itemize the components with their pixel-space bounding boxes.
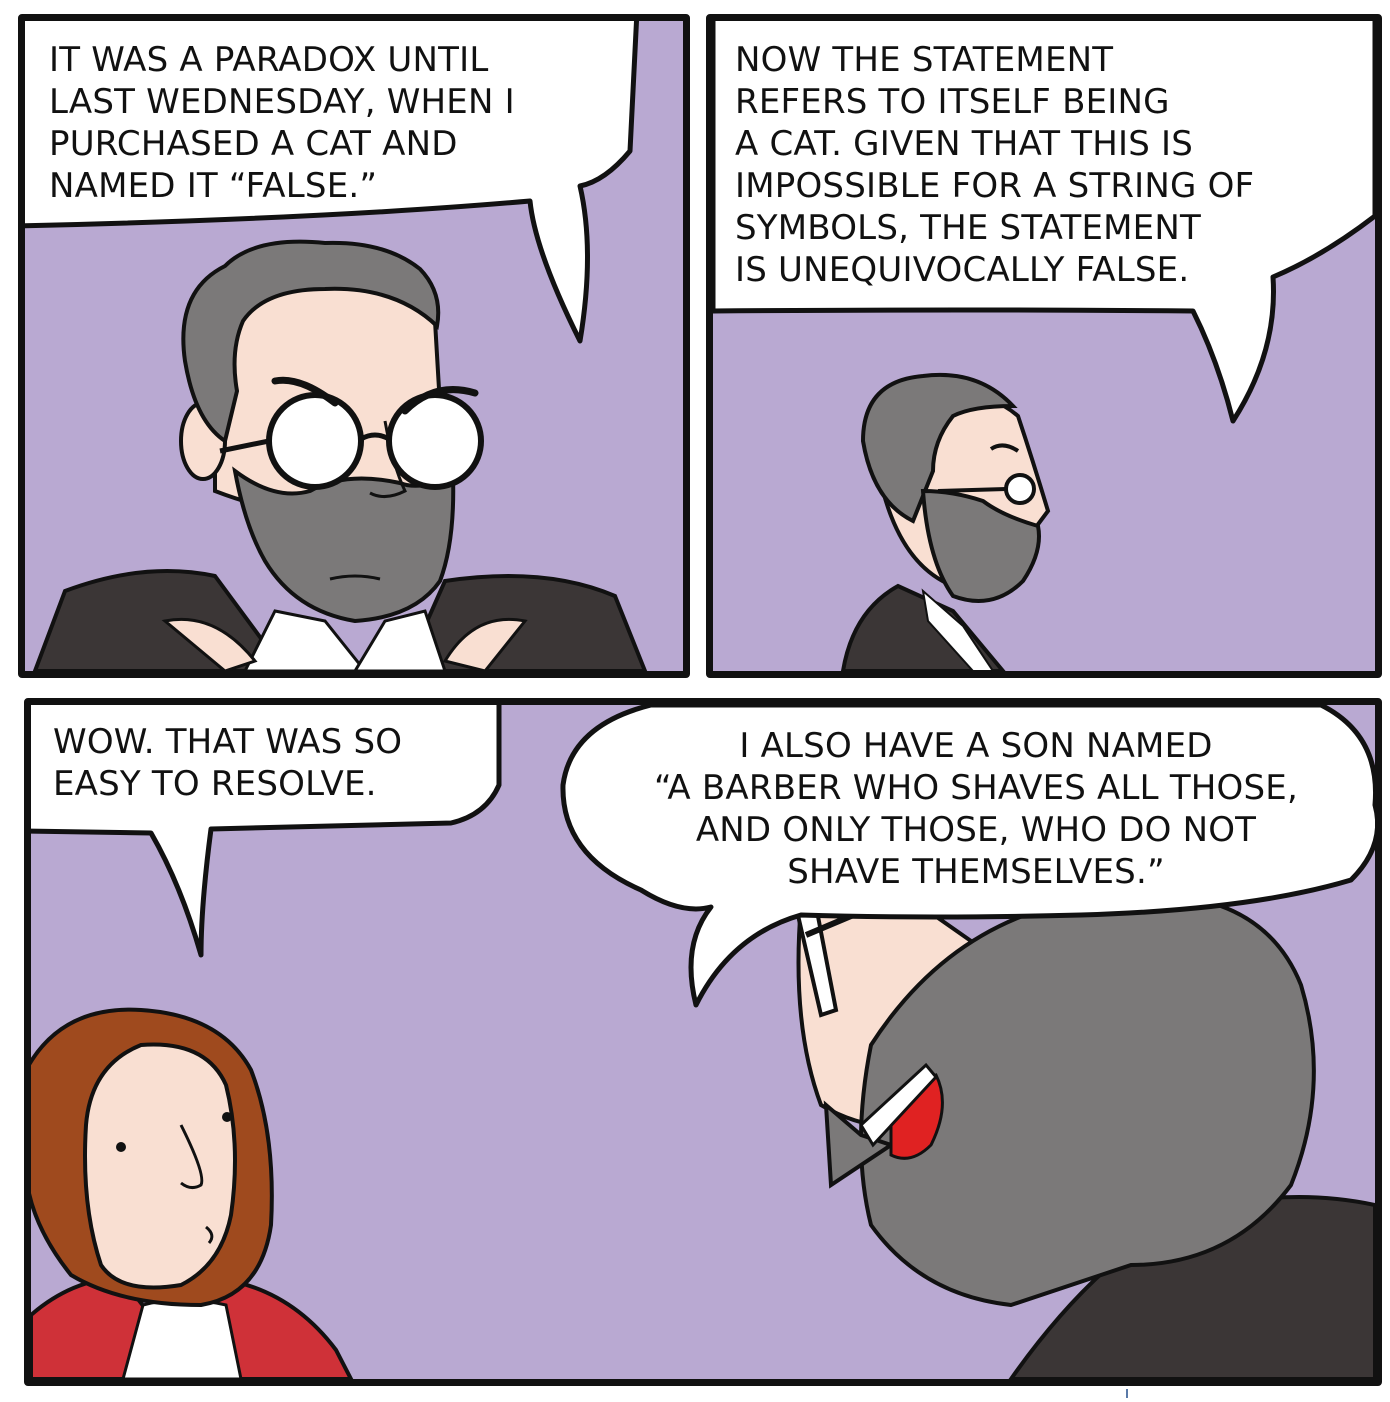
comic-panel-3: WOW. THAT WAS SO EASY TO RESOLVE. I ALSO… [24,698,1382,1386]
speech-bubble-text: IT WAS A PARADOX UNTIL LAST WEDNESDAY, W… [49,40,515,206]
man-beard [920,488,1041,603]
speech-bubble-right-shape [560,705,1375,1008]
woman-face [83,1042,237,1290]
comic-panel-2: NOW THE STATEMENT REFERS TO ITSELF BEING… [706,14,1382,678]
panel-2-art [713,21,1375,671]
left-glasses-lens [266,392,364,490]
woman-left-eye [116,1142,126,1152]
speech-bubble-left-shape [31,705,502,958]
speech-bubble-left-text: WOW. THAT WAS SO EASY TO RESOLVE. [53,722,403,804]
woman-mouth [205,1225,214,1244]
man-teeth [859,1062,938,1148]
speech-bubble-shape [25,21,640,344]
panel-3-art [31,705,1375,1379]
bearded-man-profile-figure [840,372,1051,671]
man-left-eyebrow [271,376,339,407]
man-hair [181,239,441,445]
man-mouth [329,574,381,581]
woman-right-eye [222,1112,232,1122]
woman-nose [179,1124,204,1190]
man-right-eyebrow [401,386,479,415]
woman-shirt [121,1298,243,1379]
man-left-hand [161,617,258,671]
man-collar [921,588,995,671]
speech-bubble-right-text: I ALSO HAVE A SON NAMED “A BARBER WHO SH… [654,726,1298,892]
comic-panel-1: IT WAS A PARADOX UNTIL LAST WEDNESDAY, W… [18,14,690,678]
man-eyebrow [989,443,1020,453]
speech-bubble-text: NOW THE STATEMENT REFERS TO ITSELF BEING… [735,40,1255,290]
bearded-man-figure [32,239,648,671]
woman-figure [31,1007,354,1379]
glasses-lens [1004,473,1036,505]
stray-mark [1126,1389,1128,1398]
glasses-bridge [359,432,391,442]
man-shirt-right [353,609,447,671]
speech-bubble-shape [713,21,1375,424]
man-hair [860,372,1018,524]
man-shirt-left [243,609,367,671]
glasses-temple [219,438,270,454]
glasses-temple [937,487,1007,493]
man-right-hand [442,617,528,671]
panel-1-art [25,21,683,671]
